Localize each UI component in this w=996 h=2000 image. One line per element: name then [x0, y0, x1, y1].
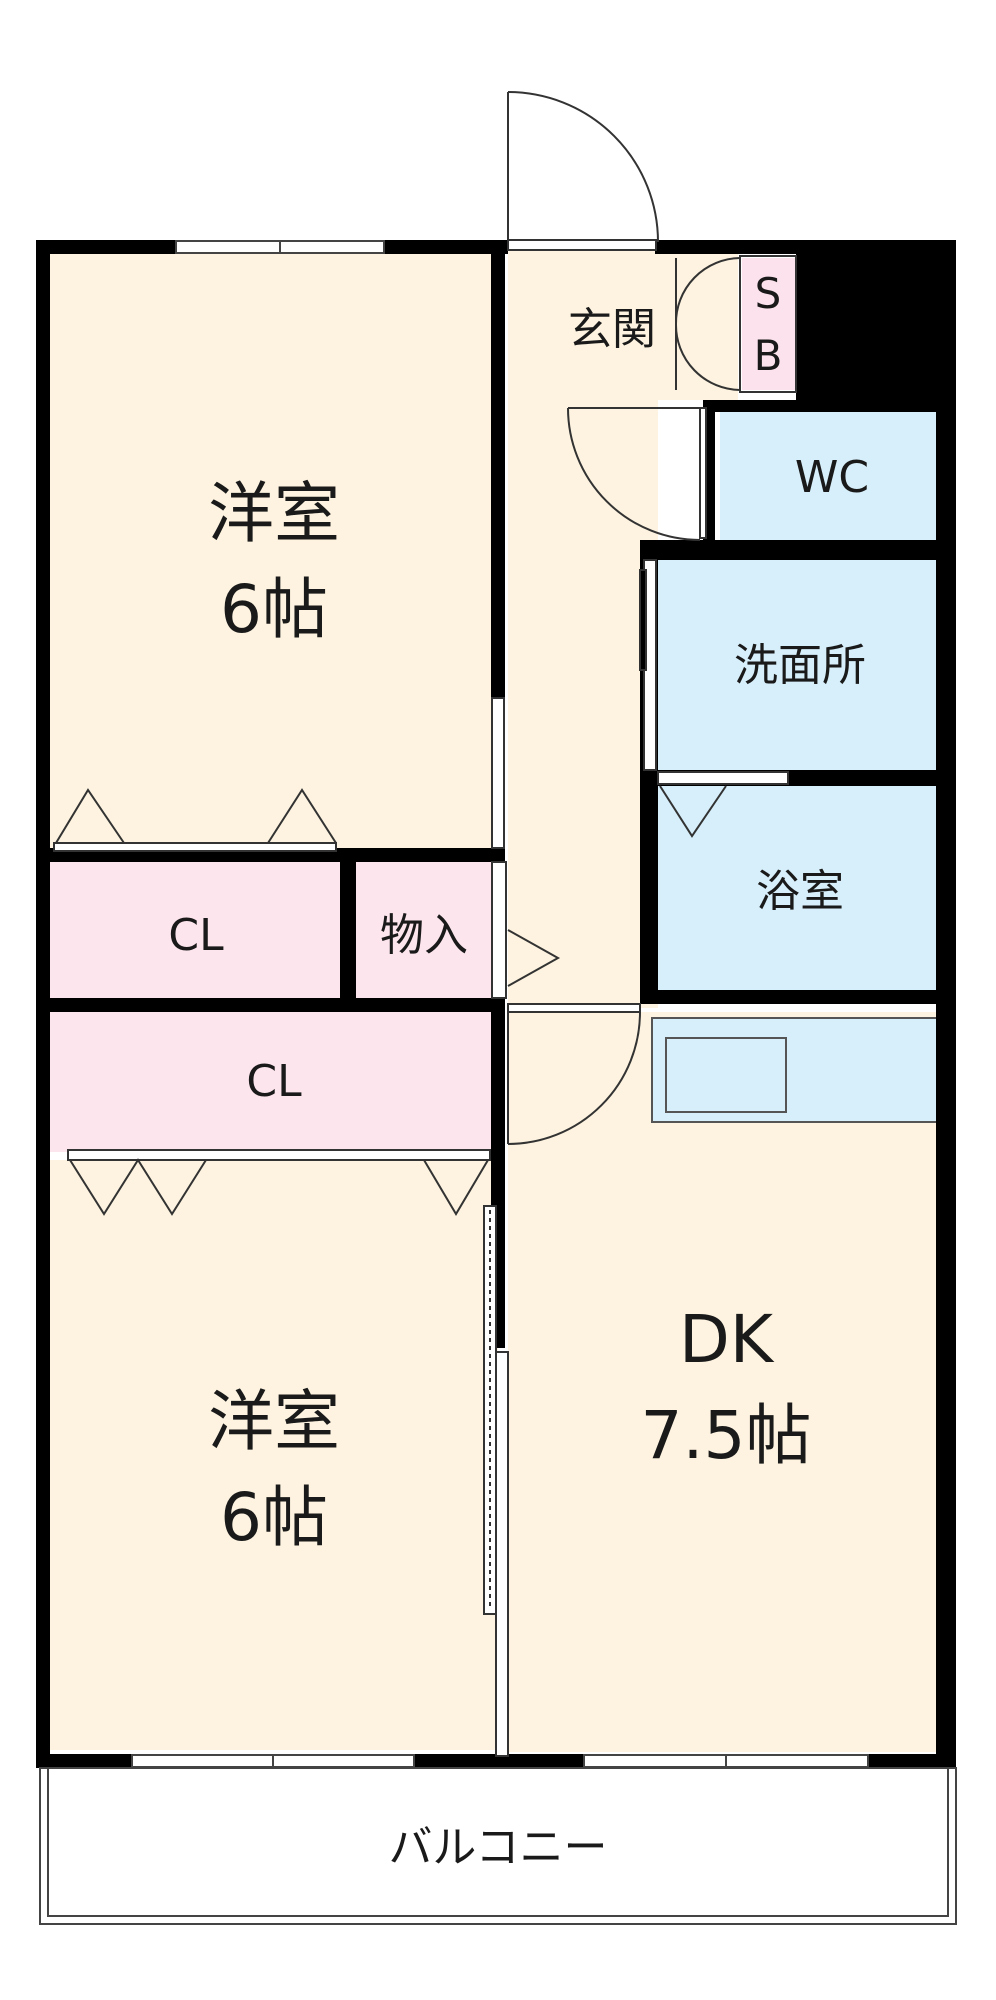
shoe-box [674, 255, 797, 393]
storage-label: 物入 [380, 910, 468, 961]
western-room-bottom-floor [50, 1160, 498, 1750]
washroom-sliding-door [639, 559, 657, 771]
bathroom-door [657, 771, 789, 838]
washroom-label: 洗面所 [734, 640, 866, 691]
dk-name: DK [679, 1301, 775, 1378]
room-top-sliding-door [491, 697, 505, 849]
closet-middle-floor [50, 1012, 498, 1152]
closet-top-label: CL [168, 910, 224, 961]
closet-top-doors [53, 788, 337, 852]
shoe-box-fill [742, 258, 796, 390]
western-room-top-floor [50, 248, 498, 848]
wc-floor [720, 410, 945, 542]
dk-floor [508, 1012, 946, 1752]
storage-floor [356, 862, 496, 998]
dk-door [507, 1003, 641, 1145]
entrance-label: 玄関 [568, 304, 656, 355]
dk-size: 7.5帖 [641, 1397, 812, 1474]
western-room-bottom-size: 6帖 [220, 1479, 328, 1556]
wc-door-swing [567, 407, 707, 541]
closet-middle-doors [67, 1149, 491, 1216]
balcony-label: バルコニー [388, 1822, 607, 1873]
western-room-top-size: 6帖 [220, 571, 328, 648]
shoe-box-label-s: S [755, 269, 782, 318]
western-room-top-name: 洋室 [208, 475, 340, 552]
shoe-box-label-b: B [754, 331, 783, 380]
washroom-floor [658, 560, 945, 770]
dk-sliding-doors [483, 1205, 509, 1757]
closet-top-floor [50, 862, 340, 998]
closet-middle-label: CL [246, 1056, 302, 1107]
windows [131, 240, 869, 1768]
storage-door [491, 861, 561, 999]
bathroom-floor [658, 785, 945, 995]
western-room-bottom-name: 洋室 [208, 1383, 340, 1460]
entrance-door [507, 91, 659, 251]
bathroom-label: 浴室 [756, 866, 844, 917]
kitchen-sink [665, 1037, 787, 1113]
kitchen-counter [651, 1017, 943, 1123]
wc-label: WC [795, 452, 869, 503]
balcony [39, 1767, 957, 1925]
